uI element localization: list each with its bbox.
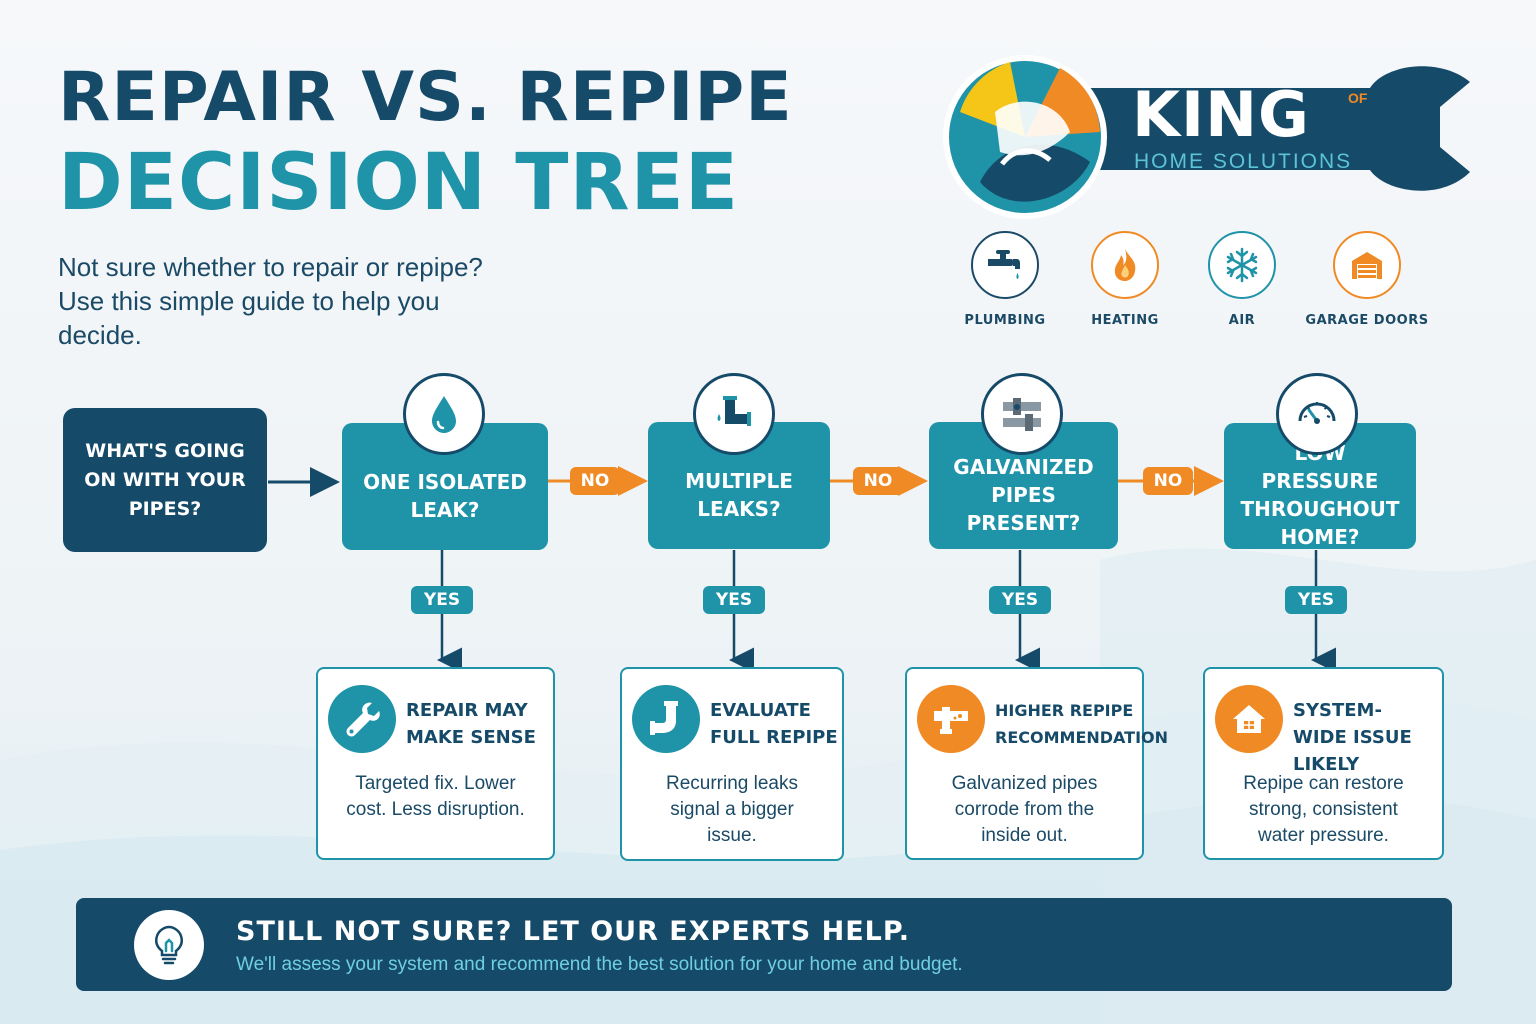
flame-icon: [1091, 231, 1159, 299]
page-title-line2: DECISION TREE: [58, 138, 740, 228]
pressure-gauge-icon: [1276, 373, 1358, 455]
outcome-text: Galvanized pipes corrode from the inside…: [951, 773, 1098, 846]
brand-of: OF: [1348, 90, 1368, 106]
outcome-text: Targeted fix. Lower cost. Less disruptio…: [346, 773, 525, 820]
brand-tagline: HOME SOLUTIONS: [1134, 150, 1353, 173]
cta-text: We'll assess your system and recommend t…: [236, 954, 963, 975]
start-node: WHAT'S GOING ON WITH YOUR PIPES?: [63, 408, 267, 552]
wrench-icon: [328, 685, 396, 753]
service-label: PLUMBING: [964, 313, 1046, 328]
service-label: GARAGE DOORS: [1305, 313, 1429, 328]
water-drop-icon: [403, 373, 485, 455]
yes-label: YES: [1285, 586, 1347, 614]
service-label: HEATING: [1091, 313, 1159, 328]
service-garage-doors: GARAGE DOORS: [1292, 231, 1442, 328]
no-label: NO: [570, 467, 620, 495]
brand-logo: [943, 55, 1470, 219]
outcome-text: Repipe can restore strong, consistent wa…: [1243, 773, 1404, 846]
outcome-text: Recurring leaks signal a bigger issue.: [666, 773, 798, 846]
pipe-elbow-icon: [632, 685, 700, 753]
house-icon: [1215, 685, 1283, 753]
galvanized-pipe-icon: [981, 373, 1063, 455]
service-plumbing: PLUMBING: [930, 231, 1080, 328]
outcome-card: REPAIR MAY MAKE SENSE Targeted fix. Lowe…: [316, 667, 555, 860]
faucet-icon: [971, 231, 1039, 299]
yes-label: YES: [989, 586, 1051, 614]
lightbulb-icon: [134, 910, 204, 980]
no-label: NO: [853, 467, 903, 495]
service-label: AIR: [1228, 313, 1256, 328]
outcome-title: EVALUATE FULL REPIPE: [710, 700, 838, 748]
service-heating: HEATING: [1050, 231, 1200, 328]
cta-headline: STILL NOT SURE? LET OUR EXPERTS HELP.: [236, 916, 910, 947]
outcome-card: HIGHER REPIPE RECOMMENDATION Galvanized …: [905, 667, 1169, 860]
brand-name: KING: [1132, 78, 1310, 151]
garage-door-icon: [1333, 231, 1401, 299]
snowflake-icon: [1208, 231, 1276, 299]
yes-label: YES: [703, 586, 765, 614]
cta-banner: STILL NOT SURE? LET OUR EXPERTS HELP. We…: [76, 898, 1452, 991]
outcome-title: HIGHER REPIPE RECOMMENDATION: [995, 701, 1169, 747]
question-node: LOW PRESSURE THROUGHOUT HOME?: [1224, 423, 1416, 549]
yes-label: YES: [411, 586, 473, 614]
page-title-line1: REPAIR VS. REPIPE: [58, 58, 793, 137]
service-air: AIR: [1167, 231, 1317, 328]
outcome-card: SYSTEM-WIDE ISSUE LIKELY Repipe can rest…: [1203, 667, 1444, 860]
pipe-fitting-icon: [693, 373, 775, 455]
outcome-title: SYSTEM-WIDE ISSUE LIKELY: [1293, 700, 1412, 775]
page-subtitle: Not sure whether to repair or repipe? Us…: [58, 252, 483, 350]
outcome-card: EVALUATE FULL REPIPE Recurring leaks sig…: [620, 667, 844, 861]
corroded-pipe-icon: [917, 685, 985, 753]
no-label: NO: [1143, 467, 1193, 495]
outcome-title: REPAIR MAY MAKE SENSE: [406, 700, 536, 748]
